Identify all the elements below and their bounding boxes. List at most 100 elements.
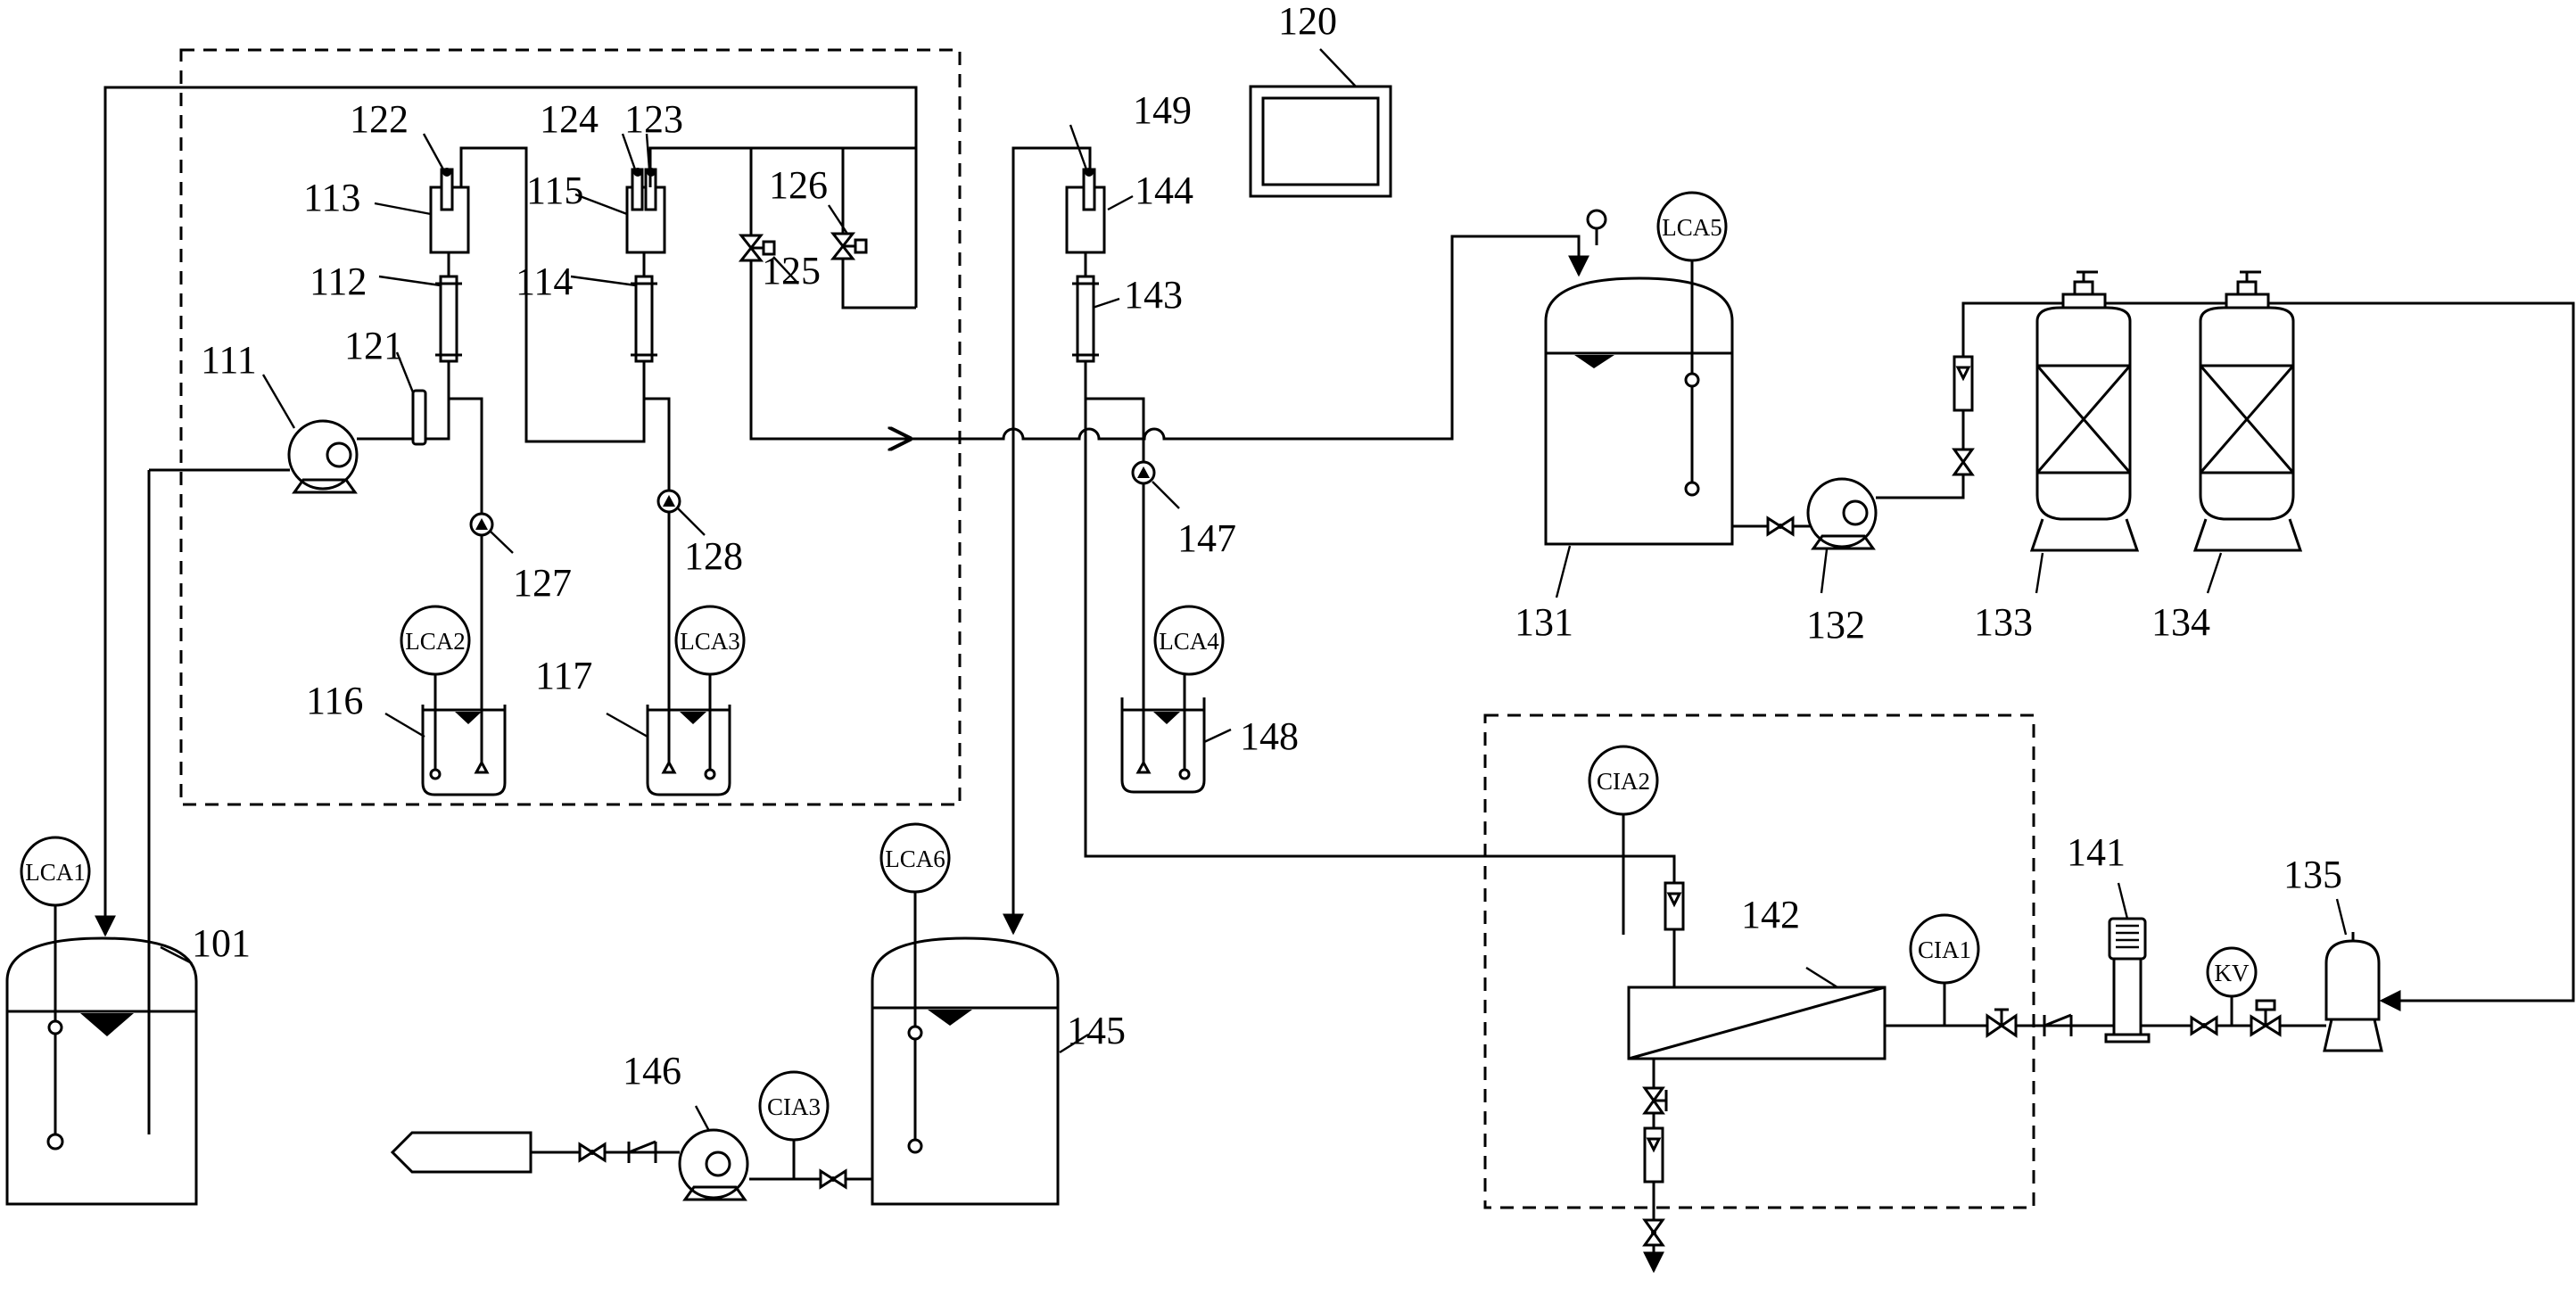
svg-text:CIA1: CIA1 xyxy=(1918,936,1971,963)
return-line-101 xyxy=(95,86,918,937)
label-113: 113 xyxy=(303,176,360,219)
label-112: 112 xyxy=(310,260,367,303)
svg-text:LCA4: LCA4 xyxy=(1159,628,1219,655)
filter-143 xyxy=(1072,275,1099,363)
ro-module-142 xyxy=(1627,986,1887,1060)
label-120: 120 xyxy=(1278,0,1337,43)
instrument-cia3: CIA3 xyxy=(758,1070,830,1179)
tank-148 xyxy=(1120,640,1206,794)
pump-132 xyxy=(1806,477,1878,550)
valve-126-line xyxy=(841,148,916,309)
line-115-outlet xyxy=(648,146,916,187)
valve-125 xyxy=(738,234,776,262)
tank-135 xyxy=(2323,932,2383,1052)
tank-145 xyxy=(871,892,1060,1206)
label-145: 145 xyxy=(1067,1009,1126,1052)
dosing-unit-enclosure xyxy=(179,48,962,806)
filter-vessel-133 xyxy=(2029,270,2140,552)
svg-text:CIA2: CIA2 xyxy=(1597,768,1650,795)
label-111: 111 xyxy=(201,338,257,382)
vessel-115 xyxy=(625,168,666,254)
pump-111-discharge xyxy=(357,399,450,441)
sensor-121 xyxy=(411,389,427,446)
valve-141-inlet xyxy=(2190,1015,2218,1036)
svg-text:CIA3: CIA3 xyxy=(767,1093,821,1120)
tank-116 xyxy=(421,640,507,796)
instrument-cia2: CIA2 xyxy=(1588,745,1659,816)
valve-131-outlet xyxy=(1766,516,1795,537)
label-134: 134 xyxy=(2151,600,2210,644)
label-133: 133 xyxy=(1974,600,2033,644)
valve-kv xyxy=(2250,999,2282,1037)
valve-146-outlet xyxy=(578,1142,607,1163)
level-gauge-131 xyxy=(1586,209,1607,245)
leader-lines xyxy=(160,48,2348,1132)
tank-131 xyxy=(1544,227,1734,546)
label-131: 131 xyxy=(1515,600,1573,644)
label-125: 125 xyxy=(762,249,821,293)
label-135: 135 xyxy=(2283,853,2342,896)
product-outlet xyxy=(390,1131,533,1174)
pump-146 xyxy=(678,1128,749,1201)
pump-141 xyxy=(2104,917,2151,1043)
valve-145-outlet xyxy=(819,1168,847,1190)
control-panel-120 xyxy=(1249,85,1392,198)
flowmeter-ro-conc xyxy=(1643,1126,1664,1184)
line-to-ro-feed xyxy=(1084,399,1676,883)
svg-text:LCA5: LCA5 xyxy=(1662,214,1722,241)
valve-126 xyxy=(830,232,868,260)
instrument-lca6: LCA6 xyxy=(879,822,951,894)
flowmeter-132 xyxy=(1953,355,1974,412)
label-124: 124 xyxy=(540,97,599,141)
reference-labels: 101 111 112 113 114 115 116 117 120 121 … xyxy=(192,0,2342,1093)
dosing-pump-147 xyxy=(1131,460,1156,485)
line-113-to-114 xyxy=(459,146,646,443)
label-127: 127 xyxy=(513,561,572,605)
filter-112 xyxy=(435,275,462,363)
valve-142-inlet xyxy=(1986,1008,2018,1038)
svg-text:LCA2: LCA2 xyxy=(405,628,466,655)
label-132: 132 xyxy=(1806,603,1865,647)
label-149: 149 xyxy=(1133,88,1192,132)
tank-117 xyxy=(646,640,731,796)
instrument-lca1: LCA1 xyxy=(20,836,91,907)
vessel-144 xyxy=(1065,168,1106,254)
label-126: 126 xyxy=(769,163,828,207)
svg-text:KV: KV xyxy=(2215,960,2250,986)
filter-114 xyxy=(631,275,657,363)
check-valve-141 xyxy=(2043,1013,2073,1036)
flowmeter-ro-feed xyxy=(1664,881,1685,931)
label-123: 123 xyxy=(624,97,683,141)
vessel-113 xyxy=(429,168,470,254)
label-144: 144 xyxy=(1135,169,1193,212)
valve-132-rise xyxy=(1952,448,1975,476)
label-141: 141 xyxy=(2067,830,2126,874)
instrument-lca3: LCA3 xyxy=(674,605,746,676)
dosing-pump-127 xyxy=(469,512,494,537)
instrument-cia1: CIA1 xyxy=(1909,913,1980,1026)
label-128: 128 xyxy=(684,534,743,578)
label-117: 117 xyxy=(535,654,592,697)
instrument-lca2: LCA2 xyxy=(400,605,471,676)
svg-text:LCA6: LCA6 xyxy=(885,845,945,872)
instrument-lca5: LCA5 xyxy=(1656,191,1728,262)
label-116: 116 xyxy=(306,679,363,722)
dosing-pump-128 xyxy=(656,489,681,514)
header-to-135 xyxy=(1969,301,2575,1011)
svg-text:LCA3: LCA3 xyxy=(680,628,740,655)
valve-ro-conc-1 xyxy=(1642,1086,1668,1115)
label-122: 122 xyxy=(350,97,409,141)
line-to-tank-145 xyxy=(1003,146,1092,936)
instrument-lca4: LCA4 xyxy=(1153,605,1225,676)
main-header-line xyxy=(910,235,1589,441)
check-valve-146 xyxy=(627,1140,657,1163)
label-142: 142 xyxy=(1741,893,1800,936)
ro-unit-enclosure xyxy=(1483,713,2035,1209)
label-114: 114 xyxy=(516,260,573,303)
valve-ro-conc-2 xyxy=(1642,1218,1665,1247)
instrument-kv: KV xyxy=(2206,946,2258,1026)
tank-101 xyxy=(5,470,198,1206)
label-101: 101 xyxy=(192,921,251,965)
label-143: 143 xyxy=(1124,273,1183,317)
